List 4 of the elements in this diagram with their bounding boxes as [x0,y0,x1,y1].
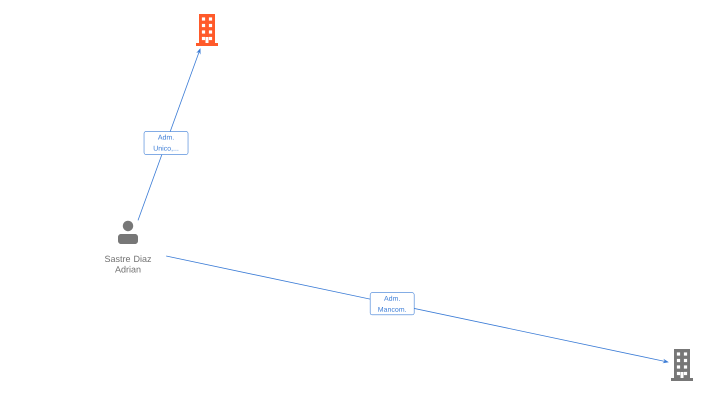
person-node: Sastre Diaz Adrian [104,220,152,273]
building-icon [671,349,693,381]
building-icon [196,14,218,46]
node-label: Sastre Diaz Adrian [104,255,152,273]
